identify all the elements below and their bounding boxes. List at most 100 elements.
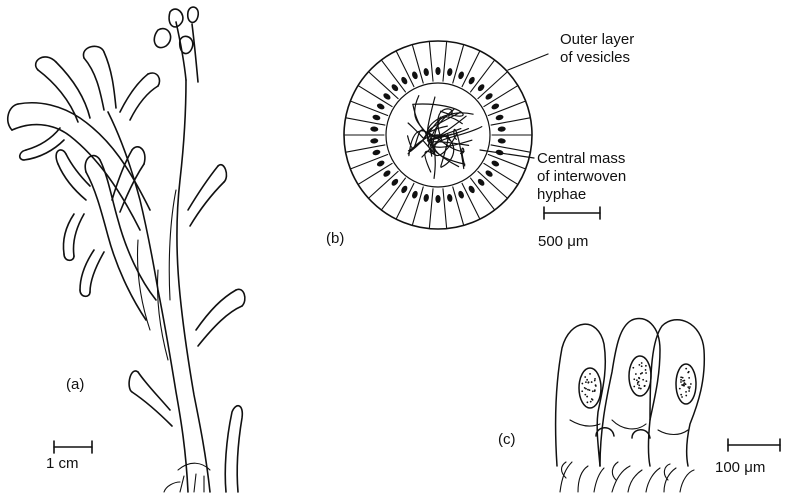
vesicle-nucleus xyxy=(411,190,419,199)
vesicle-nucleus xyxy=(370,138,378,144)
panel-a-illustration xyxy=(8,7,245,492)
vesicle-nucleus xyxy=(457,190,465,199)
oogonium-granule xyxy=(679,388,681,390)
oogonium-granule xyxy=(683,383,685,385)
callout-central-mass-line2: of interwoven xyxy=(537,168,626,185)
oogonium-granule xyxy=(637,383,639,385)
panel-a-label: (a) xyxy=(66,376,84,393)
oogonium-granule xyxy=(640,373,642,375)
oogonium-granule xyxy=(688,377,690,379)
oogonium-granule xyxy=(632,367,634,369)
vesicle-nucleus xyxy=(477,83,486,92)
oogonium-granule xyxy=(592,390,594,392)
oogonium-granule xyxy=(588,381,590,383)
oogonium-granule xyxy=(633,378,635,380)
panel-a-scale-label: 1 cm xyxy=(46,455,79,472)
vesicle-nucleus xyxy=(390,83,399,92)
oogonium-granule xyxy=(585,388,587,390)
oogonium-granule xyxy=(638,364,640,366)
vesicle-wall xyxy=(443,189,447,228)
vesicle-wall xyxy=(429,189,433,228)
oogonium-granule xyxy=(581,390,583,392)
vesicle-nucleus xyxy=(491,102,500,110)
panel-b-label: (b) xyxy=(326,230,344,247)
vesicle-nucleus xyxy=(446,194,453,203)
oogonium-granule xyxy=(586,379,588,381)
panel-c-scale-bar xyxy=(728,439,780,451)
oogonium-granule xyxy=(685,391,687,393)
callout-line-outer-layer xyxy=(508,54,548,70)
oogonium-granule xyxy=(595,384,597,386)
oogonium-granule xyxy=(645,380,647,382)
vesicle-nucleus xyxy=(491,159,500,167)
vesicle-nucleus xyxy=(446,68,453,77)
oogonium-granule xyxy=(642,379,644,381)
oogonium-granule xyxy=(683,380,685,382)
oogonium-granule xyxy=(638,381,640,383)
vesicle-nucleus xyxy=(400,76,409,86)
panel-b-illustration xyxy=(344,41,532,229)
oogonium-granule xyxy=(680,381,682,383)
oogonium-granule xyxy=(581,383,583,385)
vesicle-nucleus xyxy=(457,71,465,80)
oogonium-granule xyxy=(589,373,591,375)
callout-outer-layer-line1: Outer layer xyxy=(560,31,634,48)
vesicle-nucleus xyxy=(382,169,392,178)
oogonium-granule xyxy=(594,378,596,380)
oogonium-granule xyxy=(688,390,690,392)
oogonium-granule xyxy=(585,381,587,383)
oogonium-granule xyxy=(638,387,640,389)
vesicle-nucleus xyxy=(382,92,392,101)
oogonium-granule xyxy=(685,383,687,385)
oogonium-granule xyxy=(644,385,646,387)
vesicle-nucleus xyxy=(372,114,381,121)
panel-c-scale-label: 100 μm xyxy=(715,459,765,476)
panel-c-label: (c) xyxy=(498,431,516,448)
panel-b-scale-label: 500 μm xyxy=(538,233,588,250)
oogonium-granule xyxy=(592,399,594,401)
panel-c-illustration xyxy=(556,318,705,492)
oogonium-granule xyxy=(690,383,692,385)
callout-central-mass-line3: hyphae xyxy=(537,186,586,203)
vesicle-nucleus xyxy=(467,76,476,86)
oogonium-granule xyxy=(682,377,684,379)
vesicle-nucleus xyxy=(376,159,385,167)
vesicle-nucleus xyxy=(498,126,506,132)
vesicle-nucleus xyxy=(477,178,486,187)
oogonium-granule xyxy=(689,386,691,388)
oogonium-granule xyxy=(681,396,683,398)
oogonium-granule xyxy=(586,396,588,398)
panel-b-scale-bar xyxy=(544,207,600,219)
oogonium-granule xyxy=(586,401,588,403)
oogonium-granule xyxy=(641,365,643,367)
oogonium-granule xyxy=(591,381,593,383)
vesicle-nucleus xyxy=(467,185,476,195)
vesicle-nucleus xyxy=(400,185,409,195)
vesicle-nucleus xyxy=(423,194,430,203)
oogonium-granule xyxy=(635,373,637,375)
oogonium-granule xyxy=(645,372,647,374)
oogonium-granule xyxy=(688,388,690,390)
oogonium-granule xyxy=(641,362,643,364)
vesicle-nucleus xyxy=(484,169,494,178)
vesicle-wall xyxy=(443,42,447,81)
oogonium-granule xyxy=(638,377,640,379)
vesicle-nucleus xyxy=(411,71,419,80)
vesicle-nucleus xyxy=(498,138,506,144)
oogonium-granule xyxy=(638,384,640,386)
oogonium-granule xyxy=(590,401,592,403)
oogonium-granule xyxy=(645,365,647,367)
vesicle-nucleus xyxy=(435,67,440,75)
vesicle-nucleus xyxy=(370,126,378,132)
oogonium-granule xyxy=(685,368,687,370)
vesicle-nucleus xyxy=(423,68,430,77)
vesicle-nucleus xyxy=(390,178,399,187)
vesicle-nucleus xyxy=(484,92,494,101)
vesicle-nucleus xyxy=(376,102,385,110)
vesicle-nucleus xyxy=(435,195,440,203)
oogonium-granule xyxy=(636,379,638,381)
vesicle-nucleus xyxy=(372,149,381,156)
oogonium-granule xyxy=(685,395,687,397)
callout-central-mass-line1: Central mass xyxy=(537,150,625,167)
